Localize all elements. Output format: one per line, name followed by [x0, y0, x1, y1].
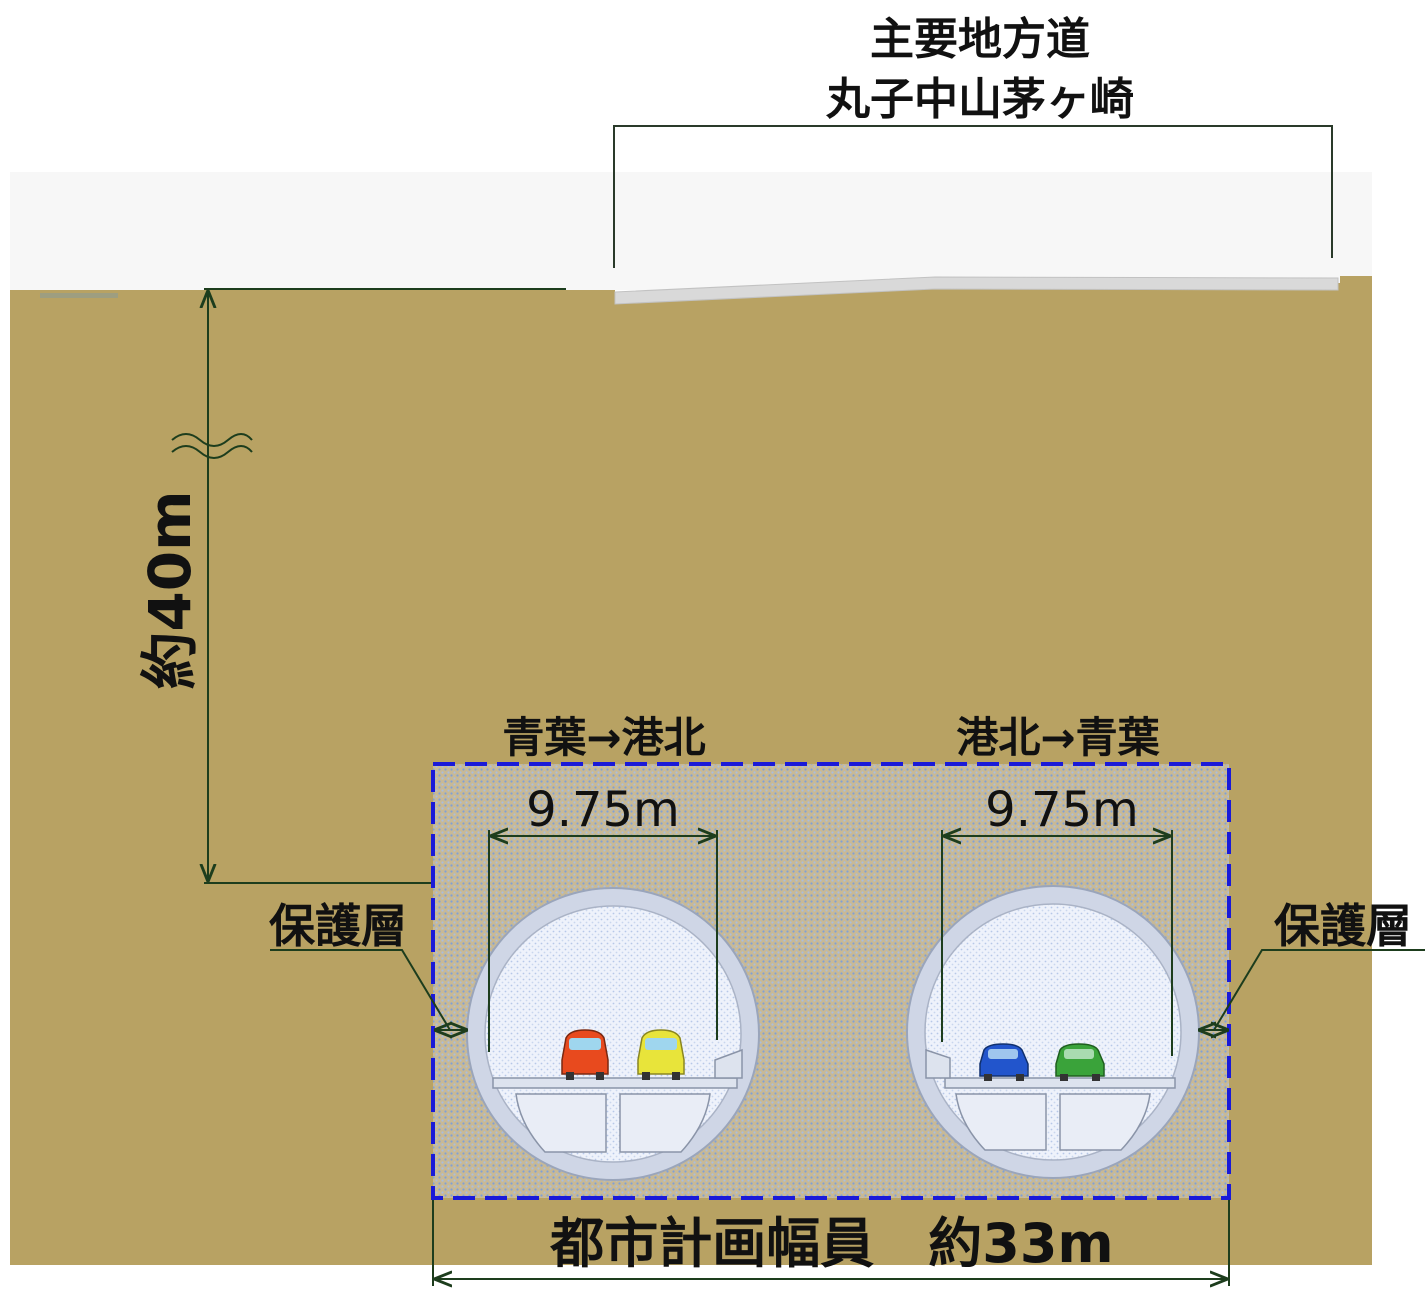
road-surface: [614, 276, 1339, 305]
sky: [10, 172, 1372, 290]
car-green: [1055, 1043, 1105, 1081]
road-name-line1: 主要地方道: [870, 14, 1090, 65]
tunnel-left-deck: [492, 1077, 738, 1089]
tunnel-left-lower-cell-right: [619, 1093, 711, 1153]
tunnel-right-direction: 港北→青葉: [956, 713, 1160, 762]
road-name-line2: 丸子中山茅ヶ崎: [825, 74, 1134, 125]
car-red: [561, 1029, 609, 1080]
car-blue: [979, 1043, 1029, 1081]
tunnel-left-direction: 青葉→港北: [502, 713, 705, 762]
break-mark: [171, 433, 253, 459]
tunnel-left-interior: [484, 905, 742, 1163]
protection-layer-left-leader: [270, 949, 451, 1031]
tunnel-right-lower-cell-right: [1059, 1093, 1151, 1151]
protection-layer-right-leader: [1213, 949, 1425, 1031]
tunnel-left-width-label: 9.75m: [526, 782, 680, 838]
tunnel-right-width-label: 9.75m: [985, 782, 1139, 838]
protection-layer-left-label: 保護層: [269, 899, 407, 953]
tunnel-left-sidewalk: [714, 1048, 743, 1079]
tunnel-right: [906, 830, 1200, 1179]
tunnel-right-lower-cell-left: [955, 1093, 1047, 1151]
road-bracket: [613, 125, 1333, 268]
tunnel-right-sidewalk: [925, 1048, 951, 1079]
car-yellow: [637, 1029, 685, 1080]
protection-layer-right-label: 保護層: [1274, 899, 1412, 953]
surface-mark: [40, 293, 118, 298]
tunnel-left: [466, 830, 760, 1181]
depth-label: 約40m: [136, 490, 204, 689]
tunnel-left-lower-cell-left: [515, 1093, 607, 1153]
tunnel-right-interior: [924, 903, 1182, 1161]
city-plan-width-label: 都市計画幅員 約33m: [549, 1212, 1113, 1275]
